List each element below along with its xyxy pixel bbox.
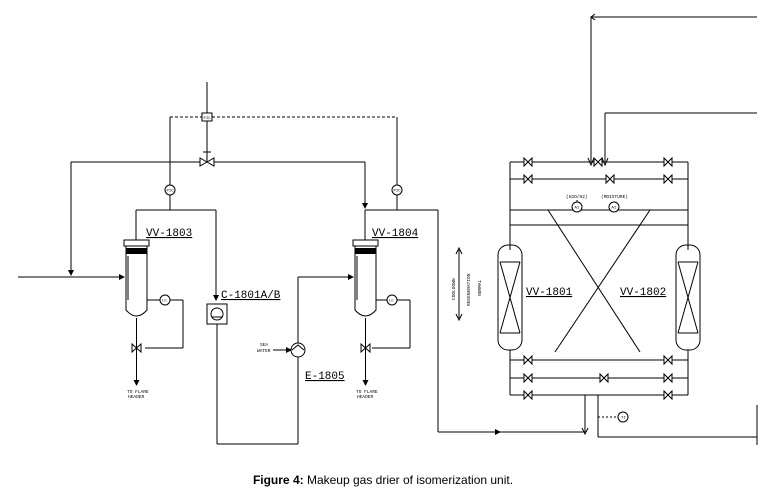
- compressor-tag: C-1801A/B: [221, 290, 281, 302]
- to-flare-left-2: HEADER: [128, 394, 145, 400]
- figure-caption-text: Makeup gas drier of isomerization unit.: [306, 473, 514, 487]
- ai-moisture-analyzer: AI: [608, 201, 620, 213]
- ai-h2o-analyzer: AI: [571, 200, 583, 213]
- vv1801-drier: [497, 244, 523, 351]
- pic-right: PIC: [391, 184, 403, 196]
- e1805-tag: E-1805: [305, 371, 345, 383]
- svg-text:COOLDOWN: COOLDOWN: [451, 278, 457, 300]
- vv1802-drier: [675, 244, 701, 351]
- svg-text:AI: AI: [575, 207, 580, 211]
- svg-text:REGENERATION: REGENERATION: [466, 273, 472, 306]
- h2o-label: (H2O/H2): [566, 194, 588, 200]
- vv1804-tag: VV-1804: [372, 228, 419, 240]
- svg-text:FIC: FIC: [204, 117, 212, 121]
- svg-text:NORMAL: NORMAL: [477, 279, 483, 296]
- lower-valves: [523, 354, 673, 401]
- to-flare-right-1: TO FLARE: [356, 389, 378, 395]
- lc-right: LC: [372, 294, 411, 349]
- vv1804-vessel: [352, 239, 379, 317]
- e1805-exchanger: [290, 342, 306, 358]
- svg-text:AI: AI: [612, 207, 617, 211]
- compressor-symbol: [206, 303, 228, 325]
- svg-text:TI: TI: [621, 417, 626, 421]
- fic-instrument: FIC: [201, 112, 213, 122]
- svg-text:LC: LC: [162, 300, 167, 304]
- pic-left: PIC: [164, 184, 176, 196]
- vv1803-drain-valve: [131, 342, 142, 354]
- figure-label: Figure 4:: [252, 473, 304, 487]
- lc-left: LC: [145, 294, 184, 349]
- svg-text:PIC: PIC: [167, 190, 175, 194]
- vv1804-drain-valve: [360, 342, 371, 354]
- vv1803-vessel: [123, 239, 150, 317]
- sea-water-2: WATER: [257, 348, 271, 354]
- ti-bottom: TI: [598, 411, 629, 423]
- sea-water-1: SEA: [260, 342, 268, 348]
- svg-text:LC: LC: [389, 300, 394, 304]
- to-flare-right-2: HEADER: [357, 394, 374, 400]
- vv1802-tag: VV-1802: [620, 287, 666, 299]
- cross-line-1: [547, 209, 641, 353]
- mode-labels: COOLDOWN REGENERATION NORMAL: [451, 246, 483, 322]
- upper-valves: [523, 156, 673, 185]
- vv1803-tag: VV-1803: [146, 228, 192, 240]
- figure-caption: Figure 4: Makeup gas drier of isomerizat…: [0, 473, 766, 487]
- moisture-label: (MOISTURE): [601, 194, 628, 200]
- to-flare-left-1: TO FLARE: [127, 389, 149, 395]
- cross-line-2: [554, 209, 651, 353]
- vv1801-tag: VV-1801: [526, 287, 573, 299]
- feed-control-valve: [199, 151, 215, 167]
- svg-text:PIC: PIC: [394, 190, 402, 194]
